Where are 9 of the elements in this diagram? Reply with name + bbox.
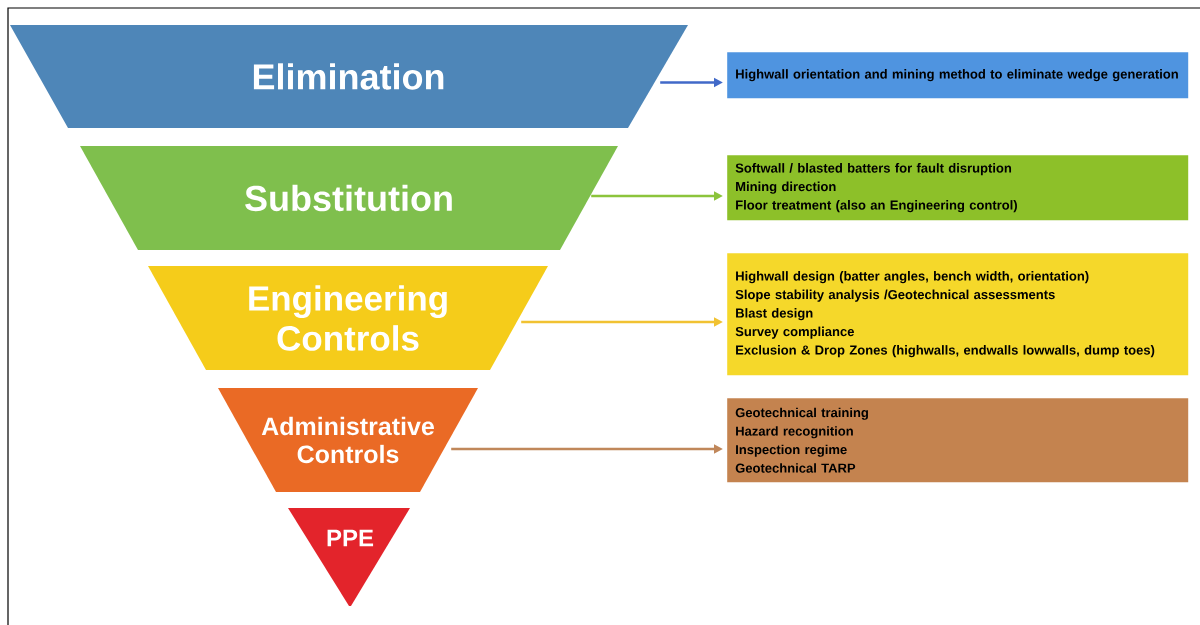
funnel-band: Elimination <box>10 25 688 128</box>
text-box: Highwall design (batter angles, bench width, orientation) Slope stability analysis /Geotechnical assessments Blast design Survey compliance Exclusion & Drop Zones (highwalls, endwalls lowwalls, dump toes) <box>727 253 1189 376</box>
funnel-band: Engineering Controls <box>148 266 548 370</box>
funnel-band: Administrative Controls <box>218 388 478 492</box>
funnel-band: PPE <box>288 508 410 606</box>
text-box: Highwall orientation and mining method to eliminate wedge generation <box>727 52 1189 99</box>
text-box: Geotechnical training Hazard recognition Inspection regime Geotechnical TARP <box>727 398 1189 483</box>
funnel-band: Substitution <box>80 146 618 250</box>
text-box: Softwall / blasted batters for fault disruption Mining direction Floor treatment (also an Engineering control) <box>727 155 1189 221</box>
